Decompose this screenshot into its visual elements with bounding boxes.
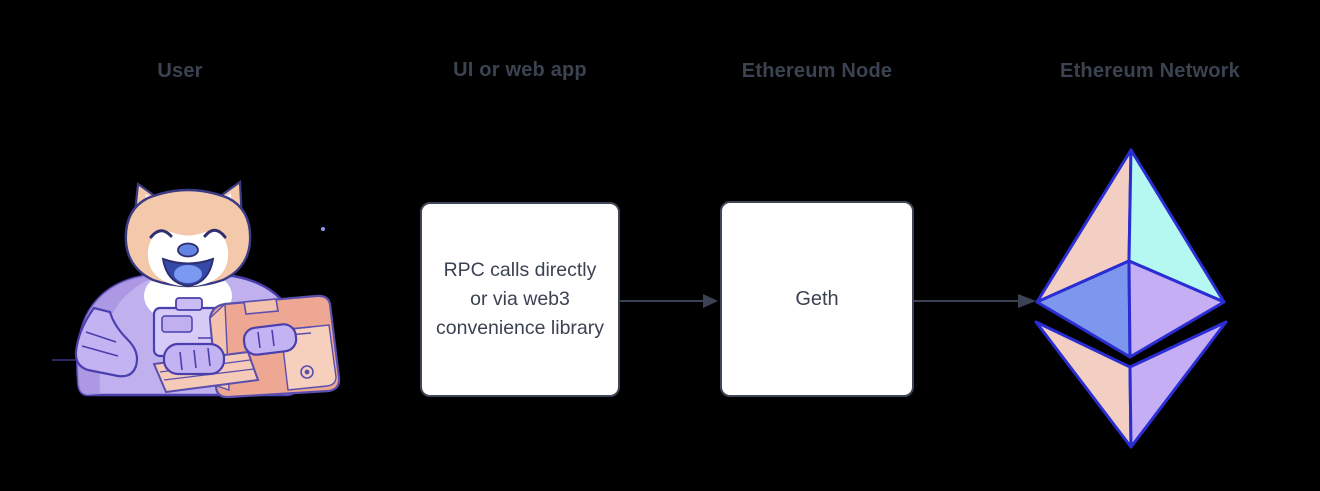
arrow-webapp-to-node xyxy=(620,294,718,308)
control-latch xyxy=(175,297,203,311)
arm-segments xyxy=(81,331,119,357)
eth-face-lower-right xyxy=(1128,320,1228,449)
paw-fingers-right xyxy=(257,329,275,349)
control-panel xyxy=(161,315,193,333)
arrow-node-to-network xyxy=(913,294,1036,308)
arrow-head-icon xyxy=(703,294,718,308)
tongue xyxy=(174,265,202,283)
port-dot xyxy=(304,369,310,375)
nose xyxy=(177,242,199,258)
port-circle xyxy=(300,365,314,379)
paw-fingers xyxy=(179,347,211,371)
paw-left xyxy=(162,342,226,376)
paw-right xyxy=(242,323,298,356)
doge-head xyxy=(124,180,252,288)
node-box: Geth xyxy=(720,201,914,397)
glove-paws xyxy=(162,323,298,376)
eye-left xyxy=(149,229,173,239)
ethereum-logo-icon xyxy=(1034,148,1228,449)
arrow-head-icon xyxy=(1018,294,1036,308)
header-user: User xyxy=(157,60,203,82)
suit-arm-left xyxy=(74,306,139,378)
eth-face-mid-right xyxy=(1127,259,1226,359)
eye-right xyxy=(203,228,227,239)
header-ui-or-web-app: UI or web app xyxy=(453,59,587,81)
sparkle-dot xyxy=(321,227,325,231)
doge-astronaut-computer-illustration xyxy=(52,180,341,399)
webapp-box: RPC calls directly or via web3 convenien… xyxy=(420,202,620,397)
header-ethereum-node: Ethereum Node xyxy=(741,60,893,82)
header-ethereum-network: Ethereum Network xyxy=(1060,60,1240,82)
computer-handle xyxy=(243,298,279,315)
webapp-box-text: RPC calls directly or via web3 convenien… xyxy=(436,258,605,340)
node-box-text: Geth xyxy=(795,287,839,310)
